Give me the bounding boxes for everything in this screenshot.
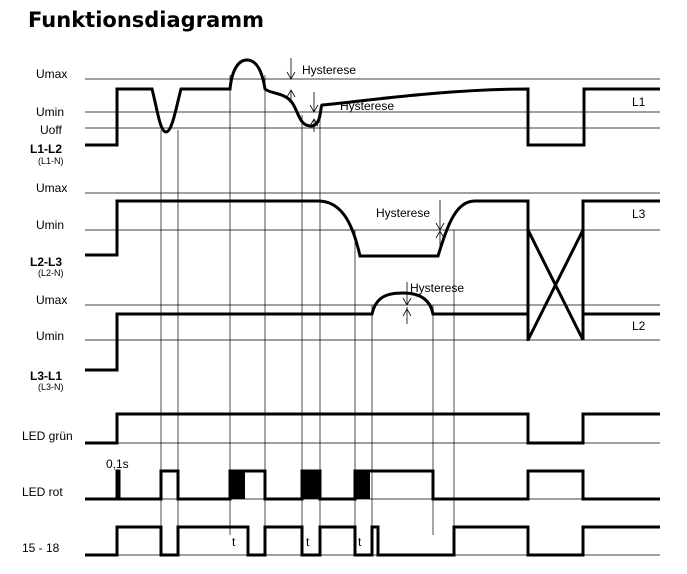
l3n-label: (L3-N) bbox=[38, 382, 64, 392]
umax-label-3: Umax bbox=[36, 293, 67, 307]
delay-annotation: 0,1s bbox=[106, 457, 129, 471]
l2l3-waveform bbox=[85, 199, 660, 341]
led-rot-label: LED rot bbox=[22, 485, 63, 499]
phase-l3-label: L3 bbox=[632, 207, 646, 221]
relay-label: 15 - 18 bbox=[22, 541, 60, 555]
hysterese-annotation-2: Hysterese bbox=[309, 92, 394, 132]
umin-label-3: Umin bbox=[36, 329, 64, 343]
uoff-label: Uoff bbox=[40, 123, 62, 137]
phase-l2-label: L2 bbox=[632, 319, 646, 333]
led-gruen-label: LED grün bbox=[22, 429, 73, 443]
hysterese-annotation-4: Hysterese bbox=[402, 281, 464, 324]
l1l2-waveform bbox=[85, 58, 660, 147]
led-rot-blink-bursts bbox=[229, 471, 370, 499]
umax-label-1: Umax bbox=[36, 67, 67, 81]
reference-lines bbox=[85, 78, 660, 556]
t-label-1: t bbox=[232, 535, 236, 549]
relay-waveform bbox=[85, 525, 660, 557]
hysterese-annotation-3: Hysterese bbox=[376, 200, 445, 246]
hysterese-text-4: Hysterese bbox=[410, 281, 464, 295]
hysterese-text-3: Hysterese bbox=[376, 206, 430, 220]
page-title: Funktionsdiagramm bbox=[28, 8, 265, 32]
led-rot-waveform bbox=[85, 469, 660, 501]
l3l1-waveform bbox=[85, 291, 660, 372]
hysterese-text-2: Hysterese bbox=[340, 99, 394, 113]
blink-burst-1 bbox=[229, 471, 245, 499]
led-gruen-waveform bbox=[85, 412, 660, 445]
l1l2-label: L1-L2 bbox=[30, 142, 62, 156]
umax-label-2: Umax bbox=[36, 181, 67, 195]
umin-label-2: Umin bbox=[36, 218, 64, 232]
blink-burst-3 bbox=[355, 471, 370, 499]
l2l3-label: L2-L3 bbox=[30, 255, 62, 269]
hysterese-annotation-1: Hysterese bbox=[286, 58, 356, 102]
l2n-label: (L2-N) bbox=[38, 268, 64, 278]
hysterese-text-1: Hysterese bbox=[302, 63, 356, 77]
t-label-2: t bbox=[306, 535, 310, 549]
umin-label-1: Umin bbox=[36, 105, 64, 119]
t-label-3: t bbox=[358, 535, 362, 549]
l3l1-label: L3-L1 bbox=[30, 369, 62, 383]
phase-l1-label: L1 bbox=[632, 95, 646, 109]
blink-burst-2 bbox=[302, 471, 319, 499]
l1n-label: (L1-N) bbox=[38, 156, 64, 166]
